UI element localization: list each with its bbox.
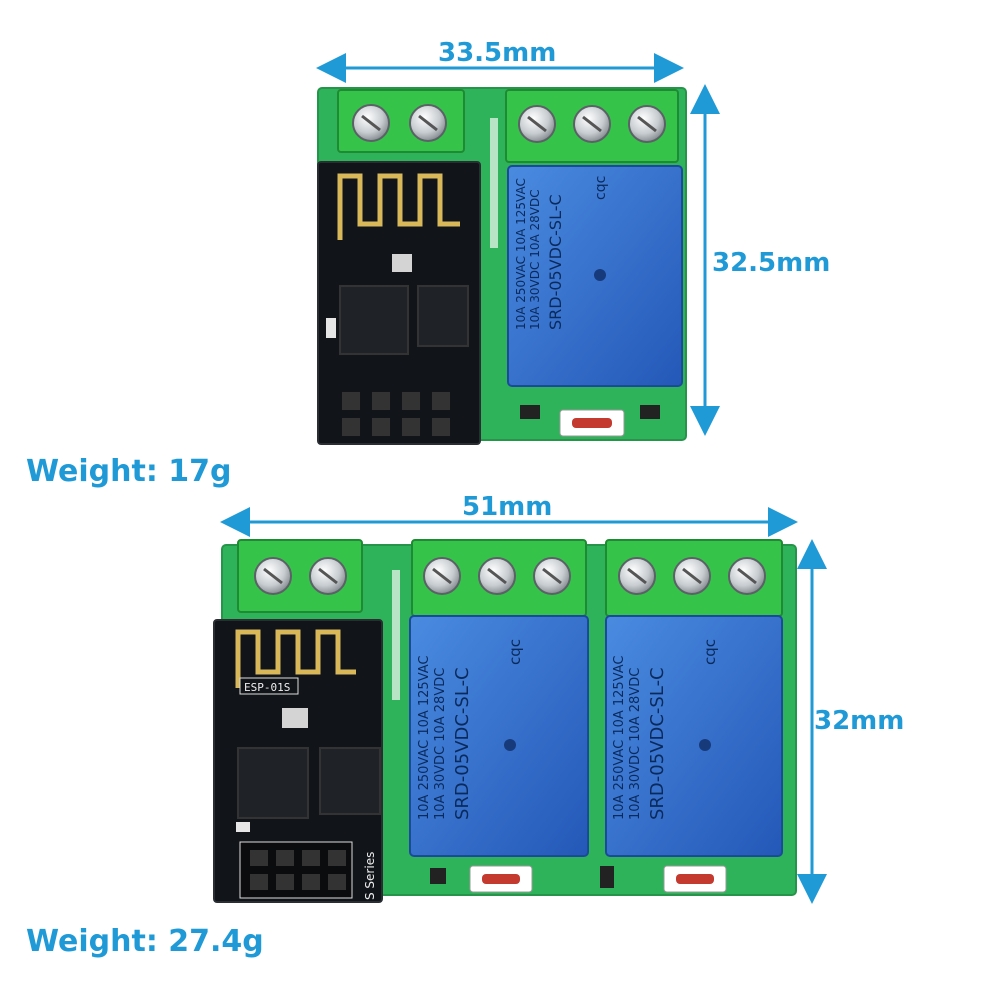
pin-header-2: [239, 841, 353, 899]
height-label-2: 32mm: [814, 706, 905, 736]
relay-1: 10A 250VAC 10A 125VAC 10A 30VDC 10A 28VD…: [507, 165, 683, 387]
relay-1-rating-1: 10A 250VAC 10A 125VAC: [514, 178, 528, 330]
relay-2a: 10A 250VAC 10A 125VAC 10A 30VDC 10A 28VD…: [409, 615, 589, 857]
relay-2b: 10A 250VAC 10A 125VAC 10A 30VDC 10A 28VD…: [605, 615, 783, 857]
board-2: 10A 250VAC 10A 125VAC 10A 30VDC 10A 28VD…: [213, 507, 827, 904]
relay-2b-brand: cqc: [701, 639, 719, 665]
terminal-block-2pin: [337, 89, 465, 153]
relay-2a-rating-1: 10A 250VAC 10A 125VAC: [417, 656, 432, 821]
module-label: ESP-01S: [244, 681, 290, 694]
pin-header-1: [342, 392, 450, 436]
terminal-block-2pin-b2: [237, 539, 363, 613]
terminal-block-3pin-a: [411, 539, 587, 617]
relay-2b-rating-2: 10A 30VDC 10A 28VDC: [628, 668, 643, 820]
relay-1-rating-2: 10A 30VDC 10A 28VDC: [528, 189, 542, 330]
weight-label-1: Weight: 17g: [26, 454, 232, 489]
relay-2b-model: SRD-05VDC-SL-C: [647, 667, 668, 820]
relay-1-brand: cqc: [593, 176, 609, 200]
series-label: S Series: [363, 852, 377, 900]
antenna-trace-1: [337, 173, 460, 240]
esp-module-1: [317, 161, 481, 445]
relay-2a-rating-2: 10A 30VDC 10A 28VDC: [433, 668, 448, 820]
width-label-2: 51mm: [462, 492, 553, 522]
terminal-block-3pin-b: [605, 539, 783, 617]
terminal-block-3pin: [505, 89, 679, 163]
relay-2a-model: SRD-05VDC-SL-C: [452, 667, 473, 820]
board-1: 10A 250VAC 10A 125VAC 10A 30VDC 10A 28VD…: [316, 53, 720, 445]
relay-2a-brand: cqc: [506, 639, 524, 665]
width-label-1: 33.5mm: [438, 38, 557, 68]
weight-label-2: Weight: 27.4g: [26, 924, 264, 959]
relay-1-model: SRD-05VDC-SL-C: [546, 194, 565, 330]
esp-module-2: ESP-01S S Series: [213, 619, 383, 903]
antenna-trace-2: [235, 629, 356, 688]
relay-2b-rating-1: 10A 250VAC 10A 125VAC: [612, 656, 627, 821]
height-label-1: 32.5mm: [712, 248, 831, 278]
